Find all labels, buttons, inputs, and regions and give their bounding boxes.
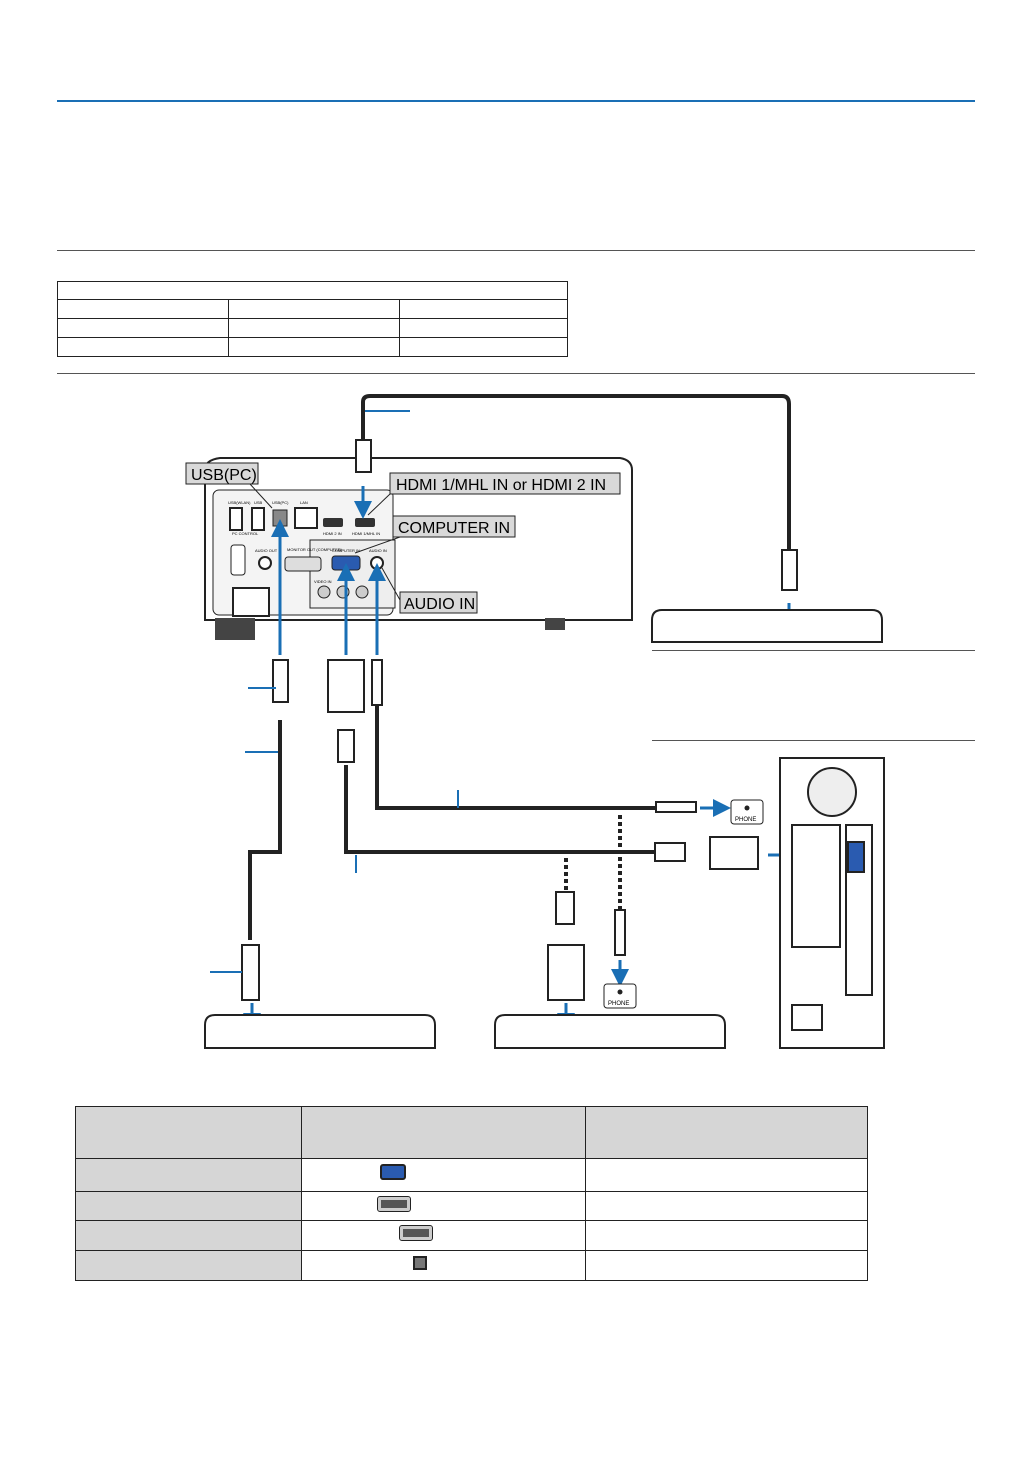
phone-label: PHONE <box>735 817 756 823</box>
usb-b-port-icon <box>413 1256 427 1271</box>
cell <box>585 1220 868 1252</box>
callout-hdmi: HDMI 1/MHL IN or HDMI 2 IN <box>396 477 606 494</box>
phone-label: PHONE <box>608 1001 629 1007</box>
port-label: LAN <box>300 500 308 505</box>
cables <box>248 394 791 940</box>
callouts <box>185 462 621 614</box>
cell <box>75 1220 302 1252</box>
port-label: HDMI 1/MHL IN <box>352 531 380 536</box>
section-divider <box>57 373 975 374</box>
port-label: AUDIO OUT <box>255 548 278 553</box>
port-table <box>75 1106 868 1281</box>
leader-lines <box>210 410 459 973</box>
hdmi-port-icon <box>377 1195 411 1212</box>
port-label: COMPUTER IN <box>332 548 360 553</box>
cell <box>585 1190 868 1222</box>
cell <box>585 1250 868 1281</box>
small-table <box>57 281 568 357</box>
cell <box>399 337 568 357</box>
cell <box>75 1250 302 1281</box>
phone-jacks: PHONE PHONE <box>603 799 764 1009</box>
section-divider <box>57 250 975 251</box>
hdmi-cable <box>361 394 791 550</box>
hdmi-port-icon <box>399 1225 433 1242</box>
cell <box>75 1158 302 1192</box>
cell <box>75 1190 302 1222</box>
cable-connectors <box>241 439 798 1001</box>
callout-computer-in: COMPUTER IN <box>398 520 510 537</box>
header-cell <box>585 1106 868 1159</box>
vga-port-icon <box>380 1164 406 1181</box>
connection-diagram: USB(WLAN) USB USB(PC) LAN HDMI 2 IN HDMI… <box>185 394 885 1049</box>
port-label: HDMI 2 IN <box>323 531 342 536</box>
port-label: USB(PC) <box>272 500 289 505</box>
header-cell <box>75 1106 302 1159</box>
alt-cables <box>564 815 622 910</box>
cell <box>301 1158 586 1192</box>
cell <box>301 1250 586 1281</box>
cell <box>301 1190 586 1222</box>
port-label: MONITOR OUT (COMPUTER) <box>287 547 343 552</box>
callout-usb-pc: USB(PC) <box>191 467 257 484</box>
note-divider <box>652 650 975 651</box>
audio-cable <box>375 705 655 810</box>
port-label: AUDIO IN <box>369 548 387 553</box>
port-label: USB(WLAN) <box>228 500 251 505</box>
note-divider <box>652 740 975 741</box>
vga-cable <box>344 765 655 854</box>
header-cell <box>301 1106 586 1159</box>
port-label: USB <box>254 500 263 505</box>
cell <box>301 1220 586 1252</box>
callout-audio-in: AUDIO IN <box>404 596 475 613</box>
port-label: PC CONTROL <box>232 531 259 536</box>
port-label: VIDEO IN <box>314 579 332 584</box>
header-rule <box>57 100 975 102</box>
cell <box>585 1158 868 1192</box>
laptops <box>204 609 885 1049</box>
usb-cable <box>248 720 282 940</box>
